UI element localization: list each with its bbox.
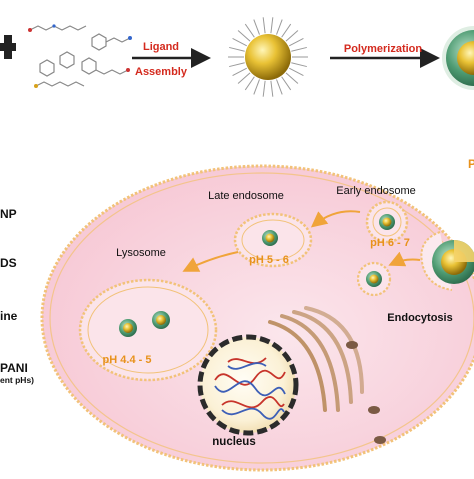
ligand-label: Ligand bbox=[143, 41, 179, 53]
ligand-chain bbox=[276, 79, 283, 95]
ligand-chain bbox=[262, 80, 266, 97]
assembly-label: Assembly bbox=[135, 66, 188, 78]
cell bbox=[40, 164, 474, 472]
legend-item-2: DS bbox=[0, 256, 17, 270]
ligand-chain bbox=[229, 62, 245, 68]
ligand-chain bbox=[253, 19, 260, 35]
ligand-chain bbox=[237, 72, 251, 84]
entering-nanoparticle bbox=[432, 240, 474, 284]
endocytosis-arrow bbox=[388, 251, 421, 267]
ph-late-label: pH 5 - 6 bbox=[249, 254, 289, 266]
early-to-late-arrow bbox=[310, 210, 361, 228]
nanoparticle bbox=[379, 214, 395, 230]
lysosome-label: Lysosome bbox=[116, 247, 166, 259]
ph-lysosome-label: pH 4.4 - 5 bbox=[103, 354, 152, 366]
mitochondria bbox=[346, 341, 386, 444]
nanoparticle bbox=[119, 319, 137, 337]
outside-fragment-label: P bbox=[468, 157, 474, 171]
ligand-chain bbox=[270, 17, 274, 34]
late-endosome-label: Late endosome bbox=[208, 190, 284, 202]
ligand-molecule-icon bbox=[28, 24, 132, 88]
ligand-chain bbox=[244, 76, 255, 91]
nanoparticle bbox=[262, 230, 278, 246]
legend-item-3: ine bbox=[0, 309, 18, 323]
polymerization-label: Polymerization bbox=[344, 43, 423, 55]
legend-item-4-sub: ent pHs) bbox=[0, 375, 34, 385]
golgi-apparatus bbox=[268, 306, 364, 412]
ligand-chain bbox=[291, 46, 307, 52]
lysosome bbox=[78, 278, 218, 382]
ligand-chain bbox=[253, 79, 260, 95]
ligand-chain bbox=[232, 37, 247, 47]
ligand-chain bbox=[291, 62, 307, 68]
nucleus bbox=[197, 334, 299, 436]
polymer-coated-nanoparticle bbox=[442, 26, 474, 90]
legend-item-1: NP bbox=[0, 207, 17, 221]
ligand-chain bbox=[276, 19, 283, 35]
nanoparticle bbox=[366, 271, 382, 287]
ligand-chain bbox=[244, 23, 255, 38]
ligand-chain bbox=[289, 67, 304, 77]
late-to-lysosome-arrow bbox=[182, 251, 239, 272]
ligand-chain bbox=[232, 67, 247, 77]
ligand-coated-nanoparticle bbox=[228, 17, 308, 97]
ligand-chain bbox=[270, 80, 274, 97]
ligand-chain bbox=[262, 17, 266, 34]
endocytosis-label: Endocytosis bbox=[387, 312, 452, 324]
early-endosome-label: Early endosome bbox=[336, 185, 416, 197]
ligand-chain bbox=[285, 72, 299, 84]
ligand-chain bbox=[281, 23, 292, 38]
nanoparticle bbox=[152, 311, 170, 329]
plus-icon bbox=[0, 35, 16, 59]
ligand-chain bbox=[229, 46, 245, 52]
dna-strands bbox=[214, 357, 286, 420]
nucleus-label: nucleus bbox=[212, 436, 255, 448]
ph-early-label: pH 6 - 7 bbox=[370, 237, 410, 249]
ligand-chain bbox=[285, 30, 299, 42]
ligand-chain bbox=[237, 30, 251, 42]
ligand-chain bbox=[281, 76, 292, 91]
ligand-chain bbox=[289, 37, 304, 47]
legend-item-4: PANI bbox=[0, 361, 28, 375]
